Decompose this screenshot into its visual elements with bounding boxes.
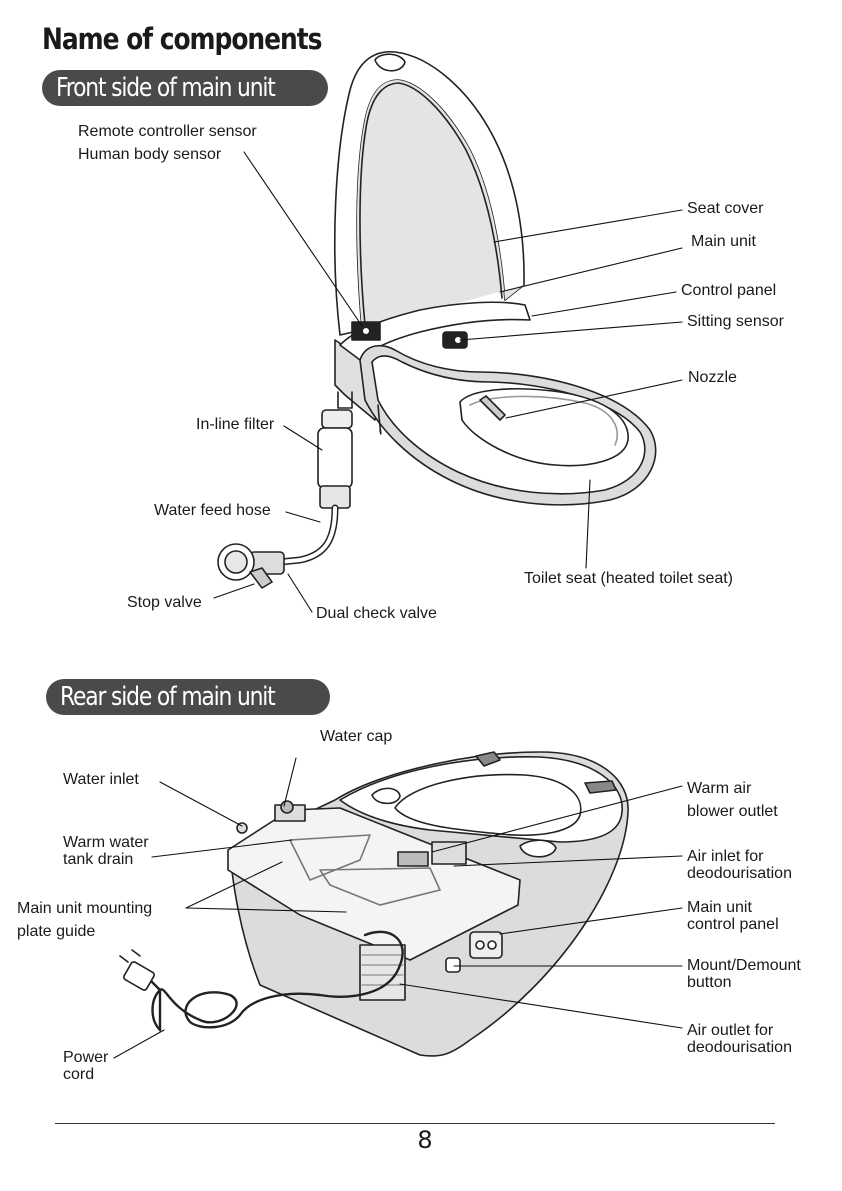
label-main-unit-control-panel: Main unit control panel (687, 899, 779, 933)
label-nozzle: Nozzle (688, 369, 737, 386)
label-air-outlet-deodourisation: Air outlet for deodourisation (687, 1022, 792, 1056)
water-supply-drawing (217, 391, 353, 589)
label-warm-water-line1: Warm water (63, 834, 149, 851)
label-main-unit: Main unit (691, 233, 756, 250)
label-human-body-sensor: Human body sensor (78, 146, 222, 163)
label-mounting-line1: Main unit mounting (17, 900, 153, 917)
label-air-outlet-line2: deodourisation (687, 1039, 792, 1056)
label-mounting-plate-guide: Main unit mounting plate guide (17, 897, 152, 943)
label-warm-air-line1: Warm air (687, 780, 752, 797)
power-cord-drawing (119, 930, 404, 1032)
label-air-outlet-line1: Air outlet for (687, 1022, 774, 1039)
label-water-inlet: Water inlet (63, 771, 139, 788)
label-stop-valve: Stop valve (127, 594, 202, 611)
label-warm-water-tank-drain: Warm water tank drain (63, 834, 149, 868)
label-dual-check-valve: Dual check valve (316, 605, 437, 622)
label-mount-demount-button: Mount/Demount button (687, 957, 801, 991)
front-heading-text: Front side of main unit (56, 73, 276, 103)
label-water-cap: Water cap (320, 728, 393, 745)
label-in-line-filter: In-line filter (196, 416, 275, 433)
label-warm-water-line2: tank drain (63, 851, 134, 868)
label-mount-line1: Mount/Demount (687, 957, 801, 974)
label-main-control-line2: control panel (687, 916, 779, 933)
label-sitting-sensor: Sitting sensor (687, 313, 784, 330)
label-remote-controller-sensor: Remote controller sensor (78, 123, 257, 140)
label-power-line2: cord (63, 1066, 95, 1083)
label-air-inlet-line1: Air inlet for (687, 848, 764, 865)
label-seat-cover: Seat cover (687, 200, 764, 217)
label-toilet-seat: Toilet seat (heated toilet seat) (524, 570, 734, 587)
page-title: Name of components (42, 22, 323, 56)
label-warm-air-line2: blower outlet (687, 803, 778, 820)
label-water-feed-hose: Water feed hose (154, 502, 271, 519)
footer-divider (55, 1123, 775, 1124)
rear-heading-text: Rear side of main unit (60, 682, 276, 712)
label-power-line1: Power (63, 1049, 109, 1066)
main-unit-drawing (334, 301, 657, 506)
label-warm-air-blower-outlet: Warm air blower outlet (687, 777, 778, 823)
page-number: 8 (417, 1126, 433, 1154)
rear-section-heading: Rear side of main unit (46, 679, 330, 715)
label-power-cord: Power cord (63, 1049, 108, 1083)
label-control-panel: Control panel (681, 282, 777, 299)
label-main-control-line1: Main unit (687, 899, 752, 916)
front-section-heading: Front side of main unit (42, 70, 328, 106)
label-air-inlet-line2: deodourisation (687, 865, 792, 882)
seat-cover-drawing (334, 50, 525, 336)
label-mounting-line2: plate guide (17, 923, 96, 940)
label-mount-line2: button (687, 974, 732, 991)
label-air-inlet-deodourisation: Air inlet for deodourisation (687, 848, 792, 882)
